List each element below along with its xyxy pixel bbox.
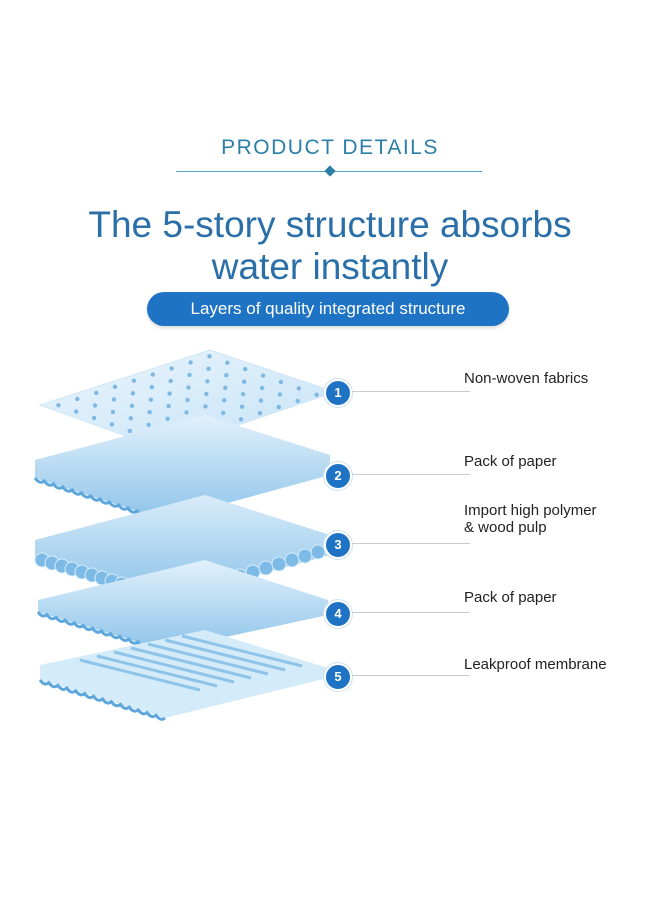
headline-line-1: The 5-story structure absorbs <box>88 204 572 245</box>
layer-3-leader <box>352 543 470 544</box>
layer-2-label: Pack of paper <box>464 453 557 470</box>
layer-stack-illustration <box>33 349 337 721</box>
layer-1-badge: 1 <box>324 379 352 407</box>
layer-2-leader <box>352 474 470 475</box>
layer-5-label: Leakproof membrane <box>464 656 607 673</box>
divider-diamond-icon <box>324 165 336 177</box>
layer-5-membrane <box>38 630 328 721</box>
layer-1-leader <box>352 391 470 392</box>
headline-line-2: water instantly <box>211 246 449 287</box>
layer-4-label: Pack of paper <box>464 589 557 606</box>
layer-3-label: Import high polymer & wood pulp <box>464 502 597 536</box>
section-header: PRODUCT DETAILS <box>0 136 660 160</box>
section-title: PRODUCT DETAILS <box>221 136 439 159</box>
headline: The 5-story structure absorbs water inst… <box>0 204 660 288</box>
layer-2-badge: 2 <box>324 462 352 490</box>
layer-4-badge: 4 <box>324 600 352 628</box>
layer-5-leader <box>352 675 470 676</box>
subtitle-pill: Layers of quality integrated structure <box>147 292 509 326</box>
layer-4-leader <box>352 612 470 613</box>
layer-3-label-line-2: & wood pulp <box>464 519 547 536</box>
layer-3-badge: 3 <box>324 531 352 559</box>
layer-3-label-line-1: Import high polymer <box>464 502 597 519</box>
layer-1-label: Non-woven fabrics <box>464 370 589 387</box>
layer-5-badge: 5 <box>324 663 352 691</box>
